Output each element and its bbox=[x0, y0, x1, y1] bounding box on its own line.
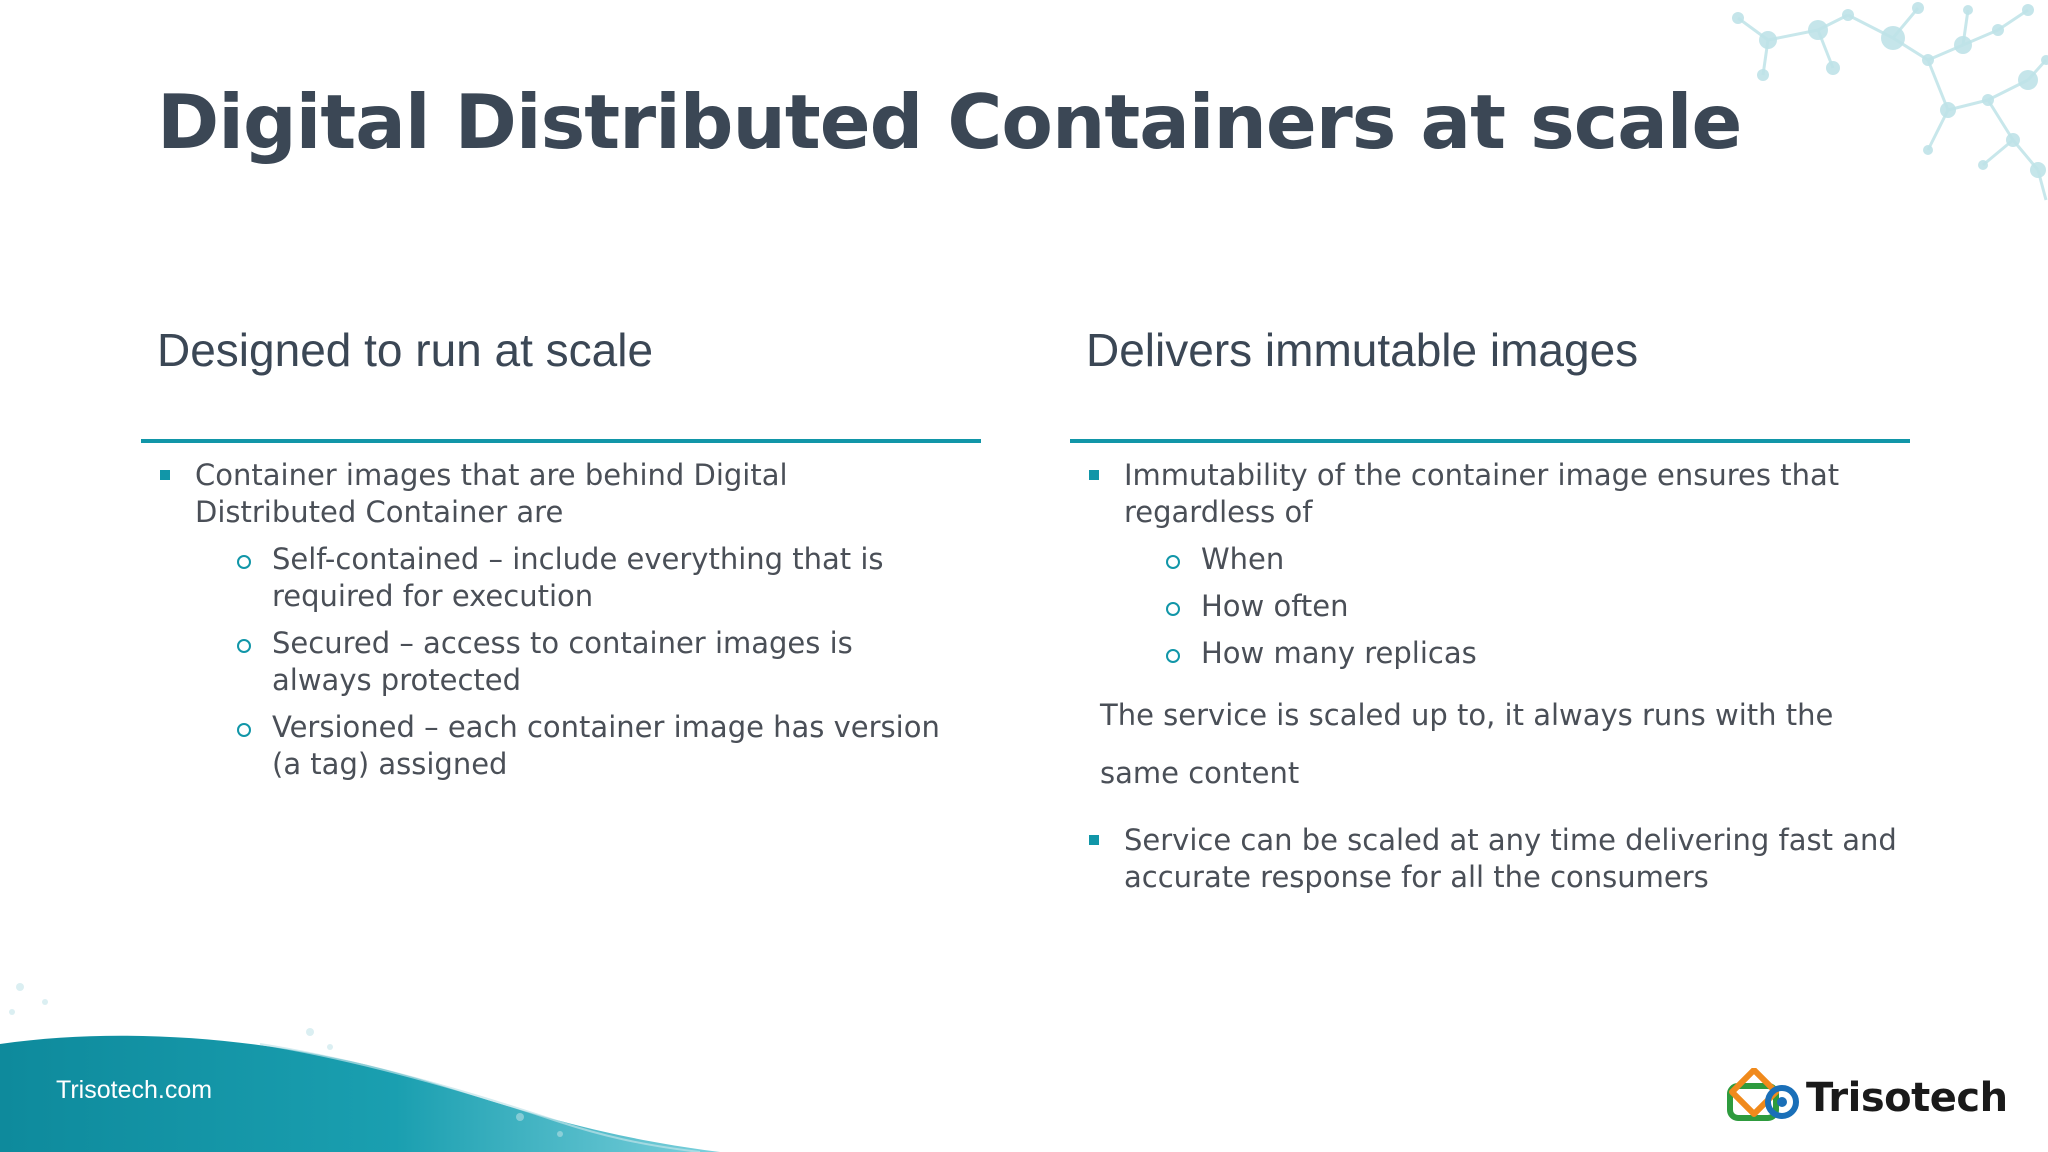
body-paragraph: The service is scaled up to, it always r… bbox=[1100, 698, 1834, 790]
circle-bullet-icon bbox=[237, 555, 251, 569]
circle-bullet-icon bbox=[1166, 649, 1180, 663]
list-item: Service can be scaled at any time delive… bbox=[1070, 822, 1924, 896]
sub-bullet-text: Secured – access to container images is … bbox=[272, 626, 853, 697]
sub-bullet-text: Self-contained – include everything that… bbox=[272, 542, 884, 613]
sub-list-item: Self-contained – include everything that… bbox=[195, 541, 955, 615]
sub-bullet-text: Versioned – each container image has ver… bbox=[272, 710, 940, 781]
right-column-heading: Delivers immutable images bbox=[1086, 324, 1639, 376]
sub-bullet-text: How many replicas bbox=[1201, 636, 1477, 670]
circle-bullet-icon bbox=[1166, 602, 1180, 616]
bullet-text: Container images that are behind Digital… bbox=[195, 458, 788, 529]
right-bullet-list-2: Service can be scaled at any time delive… bbox=[1070, 822, 1910, 896]
sub-bullet-text: How often bbox=[1201, 589, 1349, 623]
list-item: Immutability of the container image ensu… bbox=[1070, 457, 1924, 672]
sub-list-item: When bbox=[1124, 541, 1924, 578]
sub-list-item: How many replicas bbox=[1124, 635, 1924, 672]
left-column-divider bbox=[141, 439, 981, 443]
sub-bullet-text: When bbox=[1201, 542, 1285, 576]
list-item: Container images that are behind Digital… bbox=[141, 457, 955, 783]
bullet-text: Immutability of the container image ensu… bbox=[1124, 458, 1840, 529]
footer-website-link[interactable]: Trisotech.com bbox=[56, 1076, 213, 1104]
left-bullet-list: Container images that are behind Digital… bbox=[141, 457, 981, 783]
logo-text: Trisotech bbox=[1806, 1075, 2008, 1121]
left-column: Designed to run at scale Container image… bbox=[141, 320, 981, 793]
company-logo: Trisotech bbox=[1726, 1058, 2008, 1138]
sub-bullet-list: Self-contained – include everything that… bbox=[195, 541, 955, 783]
square-bullet-icon bbox=[1089, 470, 1099, 480]
sub-list-item: Versioned – each container image has ver… bbox=[195, 709, 955, 783]
wave-decoration-icon bbox=[0, 983, 720, 1152]
circle-bullet-icon bbox=[237, 723, 251, 737]
right-column: Delivers immutable images Immutability o… bbox=[1070, 320, 1910, 906]
sub-bullet-list: When How often How many replicas bbox=[1124, 541, 1924, 672]
circle-bullet-icon bbox=[1166, 555, 1180, 569]
sub-list-item: How often bbox=[1124, 588, 1924, 625]
left-column-heading: Designed to run at scale bbox=[157, 324, 654, 376]
square-bullet-icon bbox=[1089, 835, 1099, 845]
square-bullet-icon bbox=[160, 470, 170, 480]
trisotech-logo-icon bbox=[1727, 1068, 1799, 1121]
bullet-text: Service can be scaled at any time delive… bbox=[1124, 823, 1897, 894]
network-decoration-icon bbox=[1732, 2, 2048, 201]
slide-title: Digital Distributed Containers at scale bbox=[157, 78, 1742, 166]
sub-list-item: Secured – access to container images is … bbox=[195, 625, 955, 699]
right-column-divider bbox=[1070, 439, 1910, 443]
right-bullet-list: Immutability of the container image ensu… bbox=[1070, 457, 1910, 672]
circle-bullet-icon bbox=[237, 639, 251, 653]
